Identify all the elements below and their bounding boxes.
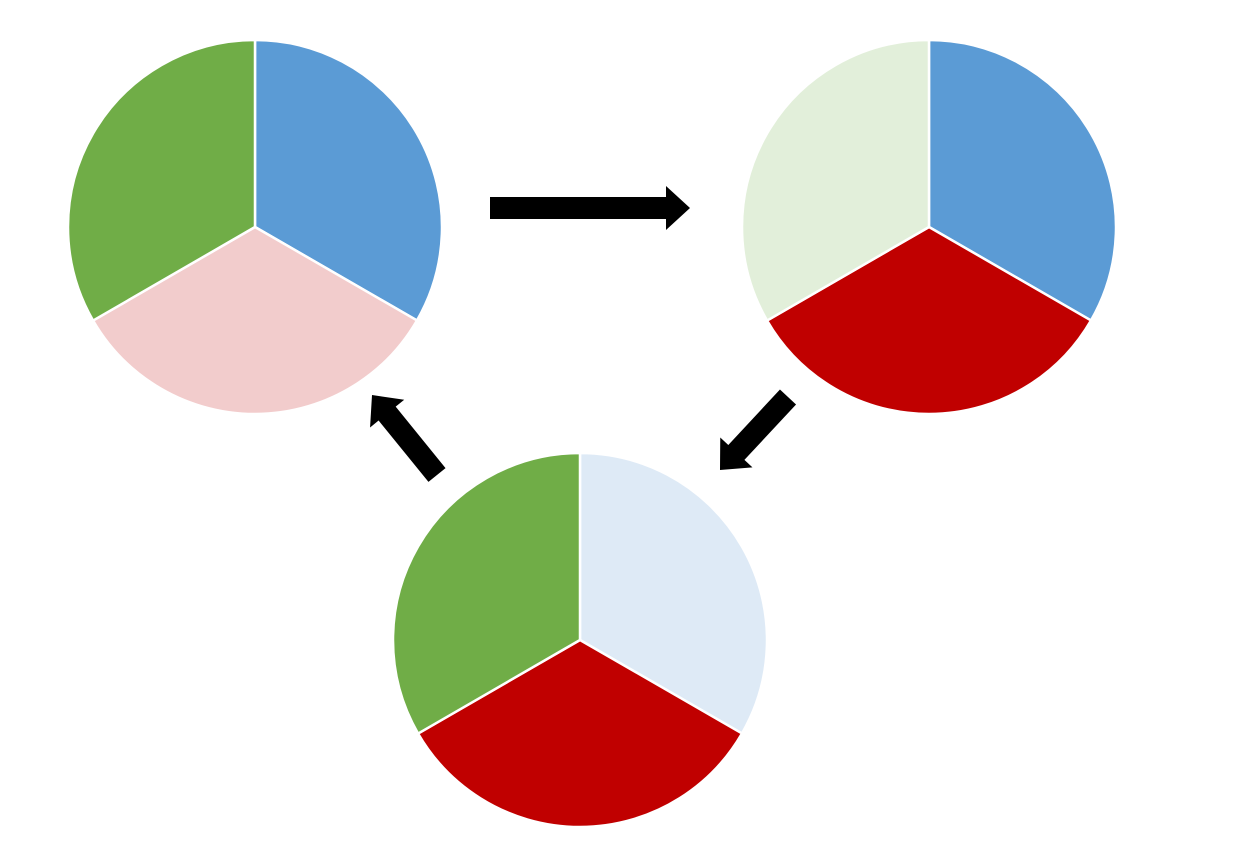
- pie-bottom-slice-green: [391, 451, 582, 735]
- pie-top-right-slice-blue: [927, 38, 1118, 322]
- arrow-top-left-to-top-right: [490, 186, 690, 230]
- pie-top-left: [66, 38, 444, 416]
- pie-top-left-slice-red: [91, 225, 419, 416]
- pie-bottom-slice-blue: [578, 451, 769, 735]
- pie-bottom-slice-red: [416, 638, 744, 829]
- arrow-top-right-to-bottom: [719, 389, 797, 470]
- cycle-arrows: [370, 186, 797, 482]
- pie-top-right-slice-green: [740, 38, 931, 322]
- pie-top-left-slice-blue: [253, 38, 444, 322]
- pie-bottom: [391, 451, 769, 829]
- arrow-bottom-to-top-left: [370, 394, 446, 482]
- pie-top-right: [740, 38, 1118, 416]
- pie-top-right-slice-red: [765, 225, 1093, 416]
- pie-top-left-slice-green: [66, 38, 257, 322]
